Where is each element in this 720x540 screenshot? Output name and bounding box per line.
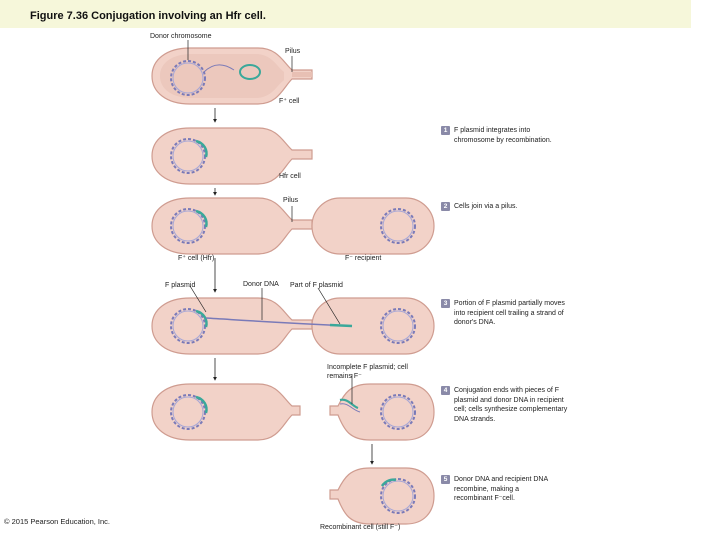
chromosome-1-tail [203,64,235,73]
label-hfr-cell: Hfr cell [279,173,301,180]
step-4-text: Conjugation ends with pieces of F plasmi… [454,387,568,423]
label-f-plus-cell: F⁺ cell [279,98,300,105]
donor-cell-3 [151,197,313,255]
chromosome-1 [170,60,206,96]
label-donor-chromosome: Donor chromosome [150,33,212,40]
stage-2-hfr-cell [151,127,313,185]
integrated-plasmid-2 [195,139,208,158]
label-part-of-f-plasmid: Part of F plasmid [290,282,343,289]
label-f-plus-cell-hfr: F⁺ cell (Hfr) [178,255,215,262]
donor-cell-4 [151,297,313,355]
f-plasmid-free [239,64,261,80]
copyright-notice: © 2015 Pearson Education, Inc. [4,517,111,526]
label-incomplete-f-plasmid: Incomplete F plasmid; cell remains F⁻ [327,364,408,380]
label-f-plasmid: F plasmid [165,282,196,289]
title-bar [0,0,691,28]
stage-4-dna-transfer [151,297,435,355]
label-donor-dna: Donor DNA [243,281,279,288]
step-5-text: Donor DNA and recipient DNA recombine, m… [454,476,548,502]
step-4-badge: 4 [441,386,450,395]
recombined-segment [380,478,397,487]
step-3-text: Portion of F plasmid partially moves int… [454,300,565,326]
donor-dna-strand [205,317,353,327]
process-arrows [213,108,374,465]
f-plasmid-transfer-segment [329,323,353,328]
step-5-badge: 5 [441,475,450,484]
recipient-chromosome-3 [380,208,416,244]
leader-lines [187,40,353,404]
label-pilus-2: Pilus [283,197,299,204]
recombinant-cell [329,467,435,525]
label-recombinant-cell: Recombinant cell (still F⁻) [320,524,401,531]
step-3-badge: 3 [441,299,450,308]
step-1-badge: 1 [441,126,450,135]
label-f-minus-recipient: F⁻ recipient [345,255,382,262]
figure-title: Figure 7.36 Conjugation involving an Hfr… [30,10,266,22]
recipient-cell-5 [329,383,435,441]
recipient-dna-fragment-5 [339,398,359,410]
label-pilus-1: Pilus [285,48,301,55]
step-1-text: F plasmid integrates into chromosome by … [454,127,552,144]
stage-5-conjugation-ends [151,383,435,441]
pilus-1 [292,72,312,77]
step-2-badge: 2 [441,202,450,211]
stage-1-f-plus-cell [151,47,313,105]
donor-cell-5 [151,383,301,441]
step-2-text: Cells join via a pilus. [454,203,518,210]
stage-6-recombinant-cell [329,467,435,525]
stage-3-cells-joined [151,197,435,255]
